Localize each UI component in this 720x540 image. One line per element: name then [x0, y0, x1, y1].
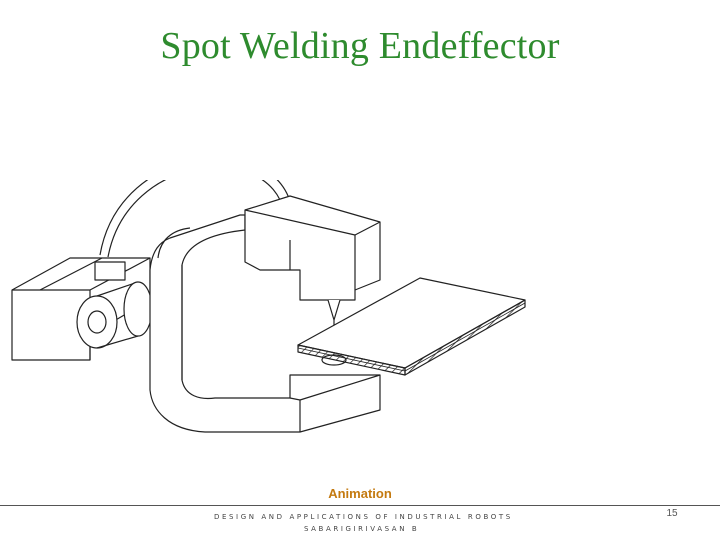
- footer-author: SABARIGIRIVASAN B: [304, 525, 420, 533]
- spot-welding-endeffector-drawing: [11, 180, 526, 433]
- footer-course-title: DESIGN AND APPLICATIONS OF INDUSTRIAL RO…: [214, 513, 513, 521]
- footer-text: DESIGN AND APPLICATIONS OF INDUSTRIAL RO…: [214, 511, 514, 535]
- page-number: 15: [666, 508, 678, 519]
- footer-divider: [0, 505, 720, 506]
- animation-link[interactable]: Animation: [328, 486, 392, 501]
- slide-title: Spot Welding Endeffector: [160, 25, 560, 67]
